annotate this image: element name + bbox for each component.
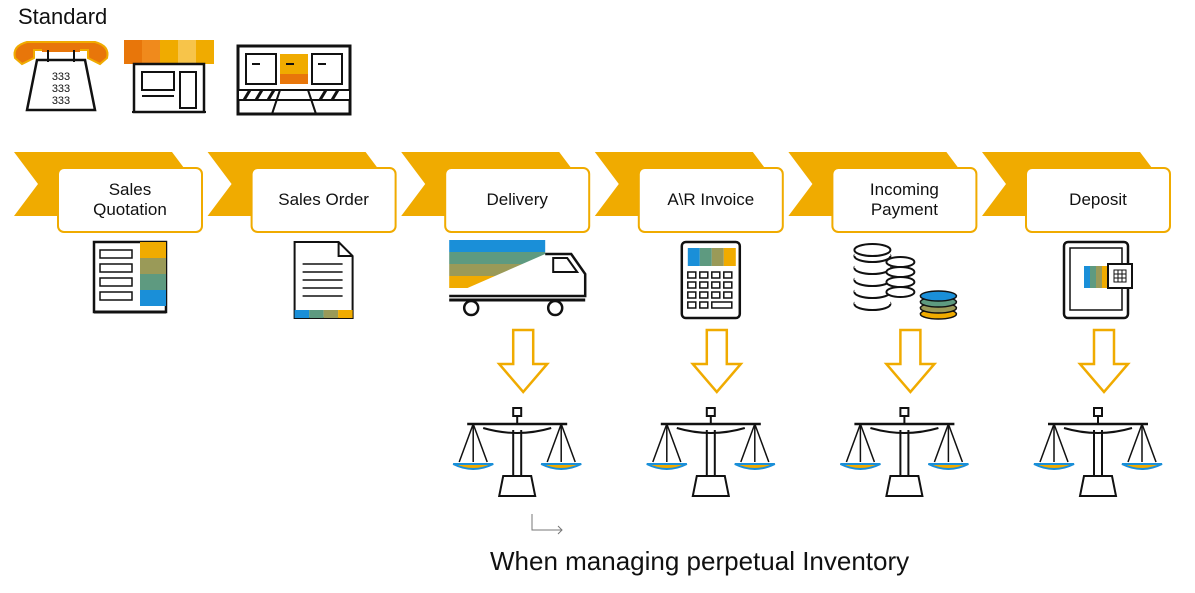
- caption-text: When managing perpetual Inventory: [490, 546, 910, 576]
- down-arrow-icon: [690, 328, 744, 394]
- balance-scale-icon: [646, 407, 776, 497]
- down-arrow-icon: [1077, 328, 1131, 394]
- quotation-document-icon: [92, 240, 168, 314]
- svg-text:333: 333: [52, 83, 70, 95]
- warehouse-icon: [236, 44, 352, 116]
- telephone-icon: 333 333 333: [13, 41, 109, 112]
- step-label: Delivery: [486, 190, 548, 209]
- calculator-icon: [680, 240, 742, 320]
- step-label: Deposit: [1069, 190, 1127, 209]
- coin-stack-icon: [853, 243, 958, 320]
- balance-scale-icon: [839, 407, 969, 497]
- step-label: Sales Order: [278, 190, 369, 209]
- step-box: [57, 167, 203, 233]
- shop-icon: [124, 40, 214, 114]
- balance-scale-icon: [452, 407, 582, 497]
- down-arrow-icon: [496, 328, 550, 394]
- svg-text:333: 333: [52, 71, 70, 83]
- order-document-icon: [293, 241, 354, 319]
- step-label: Incoming Payment: [869, 180, 939, 219]
- step-box: [637, 167, 784, 233]
- step-label: Sales Quotation: [93, 180, 167, 219]
- svg-text:333: 333: [52, 95, 70, 107]
- safe-icon: [1062, 240, 1133, 320]
- delivery-truck-icon: [449, 240, 587, 317]
- step-label: A\R Invoice: [667, 190, 755, 209]
- step-box: [444, 167, 591, 233]
- connector-arrow-icon: [531, 514, 563, 535]
- step-box: [250, 167, 397, 233]
- step-box: [1025, 167, 1171, 233]
- step-box: [831, 167, 978, 233]
- page-title: Standard: [18, 4, 108, 29]
- down-arrow-icon: [883, 328, 938, 394]
- balance-scale-icon: [1033, 407, 1163, 497]
